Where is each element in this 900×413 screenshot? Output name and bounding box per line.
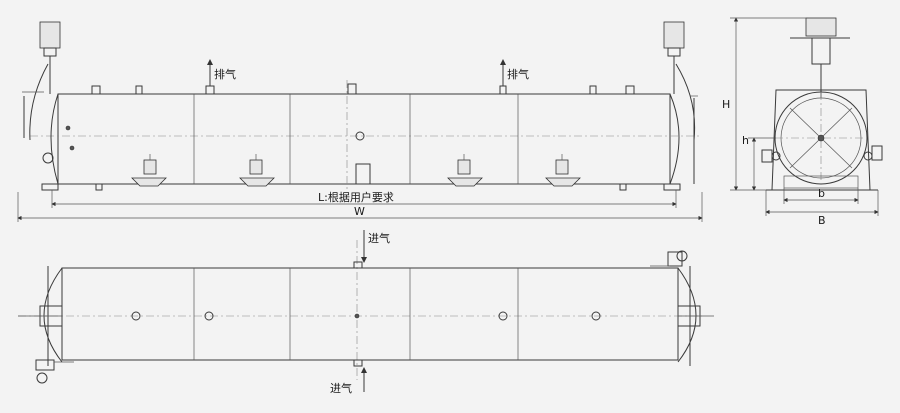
- dimension-h-label: H: [722, 98, 730, 111]
- left-door-assembly: [22, 21, 75, 191]
- steam-inlet-label-bottom: 进气: [330, 381, 352, 395]
- plan-right-door: [650, 250, 714, 366]
- exhaust-label-right: 排气: [507, 67, 529, 81]
- steam-inlet-label-top: 进气: [368, 231, 390, 245]
- exhaust-label-left: 排气: [214, 67, 236, 81]
- side-view: H h b B: [722, 17, 883, 227]
- plan-left-door: [18, 266, 74, 384]
- plan-view: 进气 进气: [18, 230, 714, 395]
- internal-rollers: [131, 154, 581, 187]
- shell-section-lines: [193, 80, 519, 190]
- dimension-b-label: b: [818, 187, 825, 200]
- plan-ports: [131, 311, 601, 321]
- top-nozzles: [91, 83, 635, 95]
- dimension-l-label: L:根据用户要求: [318, 190, 394, 204]
- dimension-h-small-label: h: [742, 134, 749, 147]
- front-elevation: 排气 排气: [17, 21, 703, 222]
- right-door-assembly: [663, 21, 698, 191]
- vessel-shell-plan: [61, 267, 679, 361]
- dimension-bb-label: B: [818, 214, 826, 227]
- sight-port-front: [355, 131, 365, 141]
- bottom-drains: [95, 163, 627, 191]
- dimension-w-label: W: [354, 205, 365, 218]
